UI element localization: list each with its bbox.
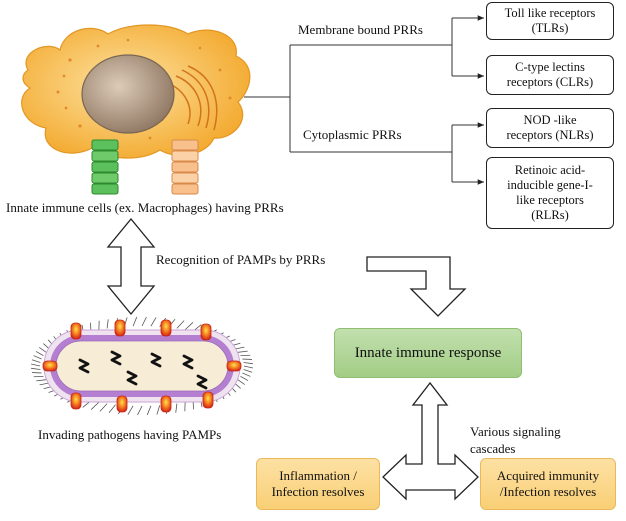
pilus: [242, 372, 251, 377]
innate-immune-response-box: Innate immune response: [334, 328, 522, 378]
pilus: [184, 322, 194, 331]
pamp-marker: [200, 323, 212, 341]
pilus: [237, 350, 248, 353]
signaling-double-arrow: [382, 381, 479, 501]
pamp-marker: [70, 392, 82, 410]
pilus: [31, 367, 41, 370]
clr-box: C-type lectins receptors (CLRs): [486, 55, 614, 95]
acquired-immunity-box: Acquired immunity /Infection resolves: [480, 458, 616, 510]
macrophage-cell: [21, 24, 251, 159]
pilus: [176, 320, 185, 329]
pilus: [175, 403, 178, 413]
nlr-box: NOD -like receptors (NLRs): [486, 108, 614, 148]
cytoplasmic-prrs-label: Cytoplasmic PRRs: [303, 127, 402, 142]
pilus: [137, 405, 143, 416]
pamp-marker: [160, 319, 172, 337]
pilus: [243, 362, 253, 365]
pilus: [243, 369, 253, 373]
pilus: [132, 316, 138, 327]
cell-caption: Innate immune cells (ex. Macrophages) ha…: [6, 200, 284, 215]
signaling-label: Various signaling cascades: [470, 424, 561, 456]
pilus: [33, 355, 42, 360]
pamp-marker: [42, 360, 58, 372]
pilus: [150, 317, 157, 327]
pilus: [36, 379, 47, 382]
membrane-receptor-orange: [171, 139, 199, 195]
pamp-marker: [160, 395, 172, 413]
pilus: [31, 363, 41, 367]
pilus: [39, 347, 47, 353]
pilus: [127, 405, 134, 415]
pamp-marker: [116, 395, 128, 413]
recognition-label: Recognition of PAMPs by PRRs: [156, 252, 326, 267]
pilus: [35, 351, 44, 356]
pilus: [243, 365, 253, 369]
pilus: [237, 379, 245, 385]
tlr-box: Toll like receptors (TLRs): [486, 2, 614, 40]
pilus: [99, 403, 108, 412]
pilus: [108, 404, 116, 414]
pamp-marker: [70, 322, 82, 340]
pilus: [106, 319, 109, 329]
membrane-prrs-label: Membrane bound PRRs: [298, 22, 423, 37]
pathogen: [31, 316, 253, 416]
pilus: [141, 316, 147, 327]
pamp-marker: [226, 360, 242, 372]
pathogen-caption: Invading pathogens having PAMPs: [38, 427, 222, 442]
recognition-double-arrow: [106, 217, 156, 316]
prr-tree-connectors: [244, 18, 453, 182]
pilus: [146, 405, 152, 416]
pilus: [240, 376, 249, 381]
pilus: [90, 401, 100, 410]
pamp-marker: [202, 391, 214, 409]
pamp-marker: [114, 319, 126, 337]
inflammation-box: Inflammation / Infection resolves: [256, 458, 380, 510]
pilus: [31, 359, 41, 363]
rlr-box: Retinoic acid- inducible gene-I- like re…: [486, 157, 614, 229]
bent-arrow-to-response: [366, 256, 467, 317]
membrane-receptor-green: [91, 139, 119, 195]
pilus: [156, 405, 161, 415]
